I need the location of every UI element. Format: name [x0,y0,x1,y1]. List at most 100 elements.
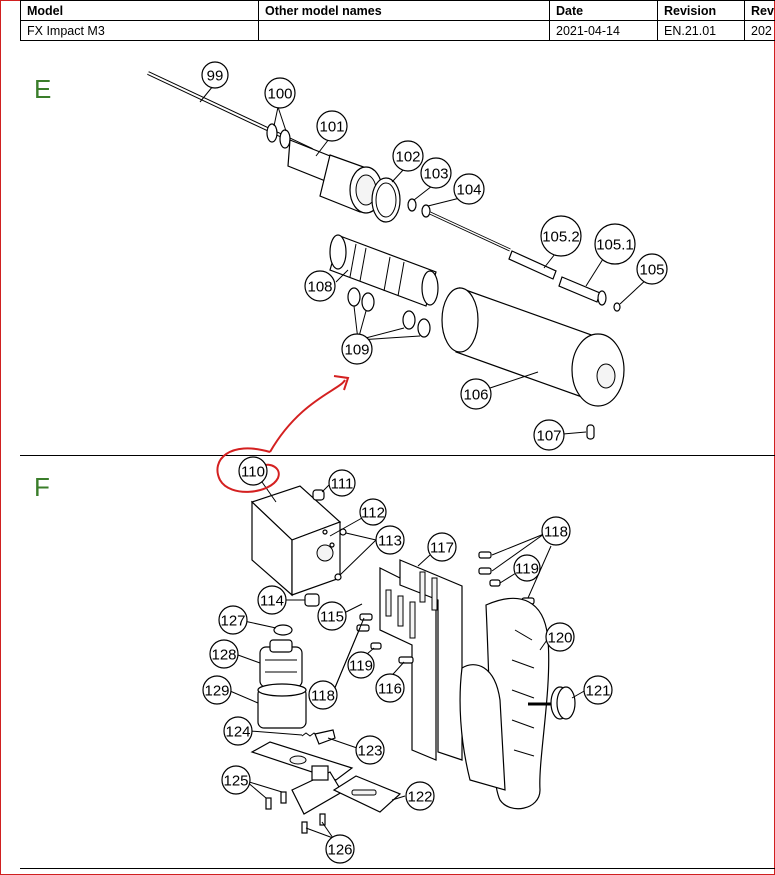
callout-number: 108 [307,279,332,296]
callout-number: 115 [320,609,344,626]
part-125-screws [265,791,287,810]
callout-number: 107 [536,428,561,445]
callout-number: 103 [423,166,448,183]
callout-number: 120 [547,630,572,647]
part-114-cap [304,593,320,607]
value-date: 2021-04-14 [549,20,658,41]
callout-number: 129 [204,683,229,700]
callout-number: 112 [361,505,385,522]
part-101-valve-body [287,139,383,214]
part-125-base [250,741,354,815]
part-105-1-screw [558,276,607,306]
part-107-pin [586,424,595,440]
callout-119b: 119 [347,651,375,679]
callout-104: 104 [453,173,485,205]
callout-129: 129 [202,675,232,705]
part-111-plug [312,489,325,501]
callout-number: 117 [430,540,454,557]
part-126-screws [301,813,326,834]
part-116-pin [398,656,414,664]
callout-106: 106 [460,378,492,410]
value-model: FX Impact M3 [20,20,259,41]
callout-119a: 119 [513,554,541,582]
header-table: Model Other model names Date Revision Re… [20,0,775,41]
callout-103: 103 [420,157,452,189]
callout-122: 122 [405,781,435,811]
callout-number: 99 [207,68,224,85]
callout-number: 106 [463,387,488,404]
footer-divider [20,868,775,869]
part-stem [429,211,511,252]
value-revision: EN.21.01 [657,20,745,41]
callout-108: 108 [304,270,336,302]
callout-99: 99 [201,61,229,89]
part-120-grip [459,597,550,810]
part-121-wheel [528,686,576,720]
callout-115: 115 [317,601,347,631]
callout-1051: 105.1 [594,223,636,265]
section-f-label: F [34,472,50,502]
callout-number: 104 [456,182,481,199]
callout-117: 117 [427,532,457,562]
part-105-2-pin [508,250,557,280]
part-117-plate [399,559,463,761]
part-119-screws [370,579,501,650]
part-100-o-rings [266,123,291,149]
callout-number: 119 [515,561,539,578]
part-123-wingnut [314,729,336,745]
red-annotation-arrow [216,375,350,493]
callout-114: 114 [257,585,287,615]
callout-105: 105 [636,253,668,285]
callout-number: 114 [260,593,284,610]
part-104-washer [421,204,431,218]
callout-109: 109 [341,333,373,365]
callout-number: 126 [327,842,352,859]
part-106-cylinder [441,287,625,407]
callout-126: 126 [325,834,355,864]
header-rev: Rev [744,0,775,21]
callout-102: 102 [392,140,424,172]
callout-number: 123 [357,743,382,760]
callout-116: 116 [375,673,405,703]
callout-number: 127 [220,613,245,630]
callout-101: 101 [316,110,348,142]
part-103-washer [407,198,417,212]
callout-124: 124 [223,716,253,746]
callout-number: 128 [211,647,236,664]
callout-number: 101 [319,119,344,136]
callout-123: 123 [355,735,385,765]
callout-118b: 118 [308,680,338,710]
callout-112: 112 [359,498,387,526]
part-102-ring [371,177,401,223]
part-109-o-rings [347,287,431,338]
callout-number: 109 [344,342,369,359]
value-row: FX Impact M3 2021-04-14 EN.21.01 202 [20,20,775,41]
callout-number: 105.2 [542,229,580,246]
callout-1052: 105.2 [540,215,582,257]
callout-number: 118 [311,688,335,705]
callout-100: 100 [264,77,296,109]
callout-120: 120 [545,622,575,652]
callout-number: 119 [349,658,373,675]
value-rev: 202 [744,20,775,41]
callout-number: 121 [585,683,610,700]
header-row: Model Other model names Date Revision Re… [20,0,775,21]
callout-121: 121 [583,675,613,705]
callout-number: 122 [407,789,432,806]
callout-107: 107 [533,419,565,451]
callout-number: 111 [331,476,354,493]
callout-number: 105.1 [596,237,634,254]
part-127-nut [273,624,293,636]
callout-number: 124 [225,724,250,741]
callout-number: 110 [241,464,265,481]
callout-number: 105 [639,262,664,279]
callout-118a: 118 [541,516,571,546]
callout-125: 125 [221,765,251,795]
callout-128: 128 [209,639,239,669]
callout-110: 110 [238,456,268,486]
part-110-block [250,485,342,597]
callout-113: 113 [375,525,405,555]
part-128-knob [259,639,303,688]
